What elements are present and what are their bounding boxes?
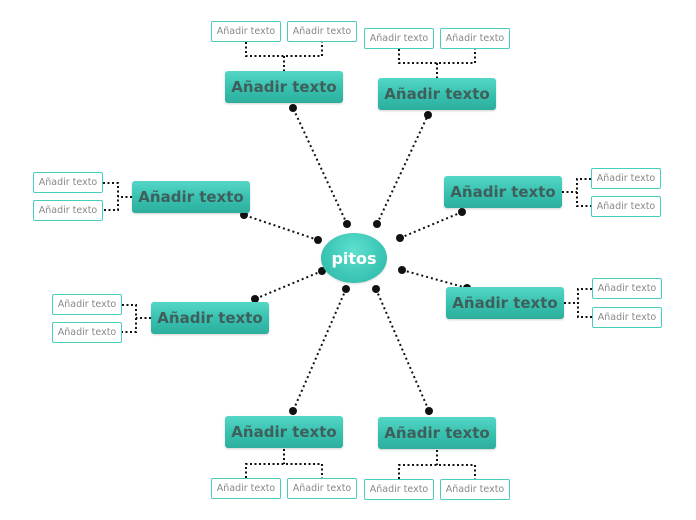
- subtopic-bottom-left-1[interactable]: Añadir texto: [211, 478, 281, 499]
- bracket-top-left: [245, 42, 323, 71]
- connector-end-dot-left-lower: [251, 295, 259, 303]
- connector-start-dot-top-right: [373, 220, 381, 228]
- subtopic-left-lower-2[interactable]: Añadir texto: [52, 322, 122, 343]
- connector-top-right: [376, 114, 429, 225]
- subtopic-right-lower-1[interactable]: Añadir texto: [592, 278, 662, 299]
- subtopic-right-upper-1[interactable]: Añadir texto: [591, 168, 661, 189]
- connector-left-lower: [254, 270, 323, 300]
- connector-start-dot-bottom-left: [342, 285, 350, 293]
- subtopic-top-right-1[interactable]: Añadir texto: [364, 28, 434, 49]
- bracket-right-upper: [562, 178, 591, 207]
- subtopic-bottom-left-2[interactable]: Añadir texto: [287, 478, 357, 499]
- bracket-right-lower: [564, 288, 592, 318]
- subtopic-left-upper-1[interactable]: Añadir texto: [33, 172, 103, 193]
- bracket-top-right: [398, 49, 476, 78]
- connector-start-dot-top-left: [343, 220, 351, 228]
- subtopic-right-lower-2[interactable]: Añadir texto: [592, 307, 662, 328]
- connector-bottom-left: [292, 288, 347, 412]
- connector-right-upper: [399, 211, 463, 239]
- connector-top-left: [292, 107, 348, 225]
- subtopic-bottom-right-2[interactable]: Añadir texto: [440, 479, 510, 500]
- connector-end-dot-right-upper: [458, 208, 466, 216]
- subtopic-top-left-2[interactable]: Añadir texto: [287, 21, 357, 42]
- connector-end-dot-bottom-left: [289, 407, 297, 415]
- connector-left-upper: [243, 214, 319, 241]
- main-topic-top-right[interactable]: Añadir texto: [378, 78, 496, 110]
- connector-right-lower: [401, 269, 468, 289]
- connector-bottom-right: [375, 288, 430, 412]
- connector-end-dot-top-right: [424, 111, 432, 119]
- connector-start-dot-bottom-right: [372, 285, 380, 293]
- subtopic-left-upper-2[interactable]: Añadir texto: [33, 200, 103, 221]
- connector-start-dot-right-lower: [398, 266, 406, 274]
- subtopic-left-lower-1[interactable]: Añadir texto: [52, 294, 122, 315]
- subtopic-right-upper-2[interactable]: Añadir texto: [591, 196, 661, 217]
- main-topic-right-upper[interactable]: Añadir texto: [444, 176, 562, 208]
- subtopic-bottom-right-1[interactable]: Añadir texto: [364, 479, 434, 500]
- connector-end-dot-left-upper: [240, 211, 248, 219]
- main-topic-left-upper[interactable]: Añadir texto: [132, 181, 250, 213]
- bracket-bottom-right: [398, 450, 476, 479]
- bracket-left-lower: [122, 304, 151, 333]
- connector-start-dot-left-upper: [314, 236, 322, 244]
- subtopic-top-right-2[interactable]: Añadir texto: [440, 28, 510, 49]
- main-topic-bottom-right[interactable]: Añadir texto: [378, 417, 496, 449]
- main-topic-left-lower[interactable]: Añadir texto: [151, 302, 269, 334]
- main-topic-bottom-left[interactable]: Añadir texto: [225, 416, 343, 448]
- connector-end-dot-bottom-right: [425, 407, 433, 415]
- subtopic-top-left-1[interactable]: Añadir texto: [211, 21, 281, 42]
- bracket-left-upper: [103, 182, 132, 211]
- connector-start-dot-right-upper: [396, 234, 404, 242]
- connector-end-dot-top-left: [289, 104, 297, 112]
- main-topic-right-lower[interactable]: Añadir texto: [446, 287, 564, 319]
- bracket-bottom-left: [245, 449, 323, 478]
- main-topic-top-left[interactable]: Añadir texto: [225, 71, 343, 103]
- central-topic[interactable]: pitos: [321, 233, 387, 283]
